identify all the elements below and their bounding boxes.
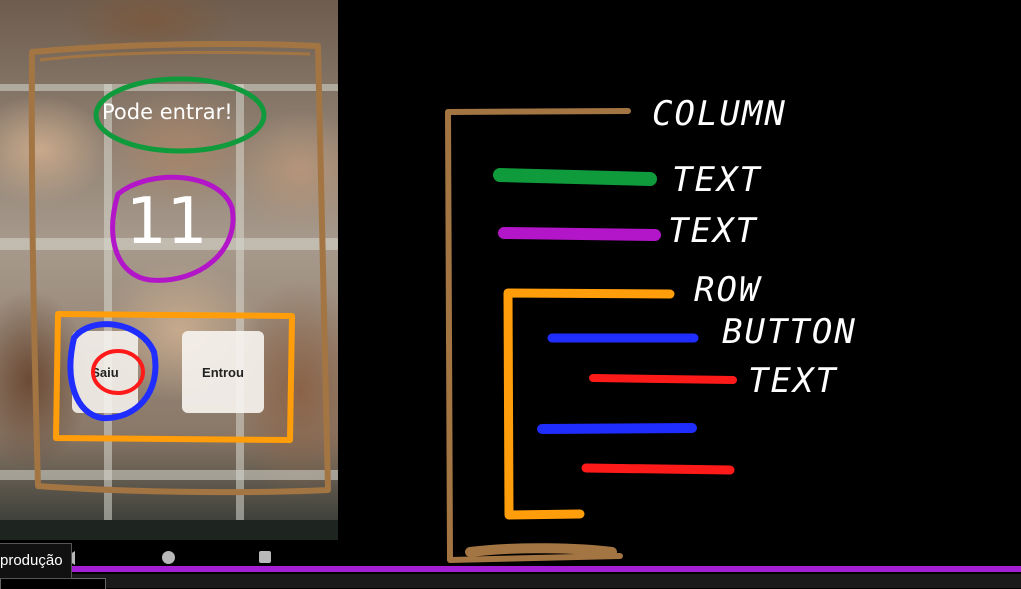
counter-text-stroke <box>498 227 661 241</box>
row-label: ROW <box>694 270 762 310</box>
entrou-button[interactable]: Entrou <box>182 331 264 413</box>
text-label: TEXT <box>748 361 838 401</box>
caption-chip: produção <box>0 543 72 579</box>
people-counter: 11 <box>126 185 208 259</box>
text-label: TEXT <box>672 160 762 200</box>
column-bracket-bottom <box>465 543 617 557</box>
button-text-stroke <box>581 463 735 475</box>
welcome-text: Pode entrar! <box>102 100 233 124</box>
phone-footer <box>0 520 338 540</box>
saiu-button[interactable]: Saiu <box>72 331 138 413</box>
tray-divider <box>0 84 338 91</box>
phone-screen: Pode entrar! 11 Saiu Entrou <box>0 0 338 540</box>
column-label: COLUMN <box>652 94 787 134</box>
player-bottom-strip <box>0 574 1021 588</box>
player-bottom-tab[interactable] <box>0 578 106 589</box>
title-text-stroke <box>493 168 657 186</box>
button-text-stroke <box>589 374 737 384</box>
column-bracket <box>445 108 631 563</box>
recent-square-icon[interactable] <box>259 551 271 563</box>
button-stroke <box>537 423 697 434</box>
tray-divider <box>0 470 338 480</box>
row-bracket <box>503 288 675 520</box>
text-label: TEXT <box>668 211 758 251</box>
home-circle-icon[interactable] <box>162 551 175 564</box>
button-label: BUTTON <box>722 312 857 352</box>
video-progress-bar[interactable] <box>0 566 1021 572</box>
